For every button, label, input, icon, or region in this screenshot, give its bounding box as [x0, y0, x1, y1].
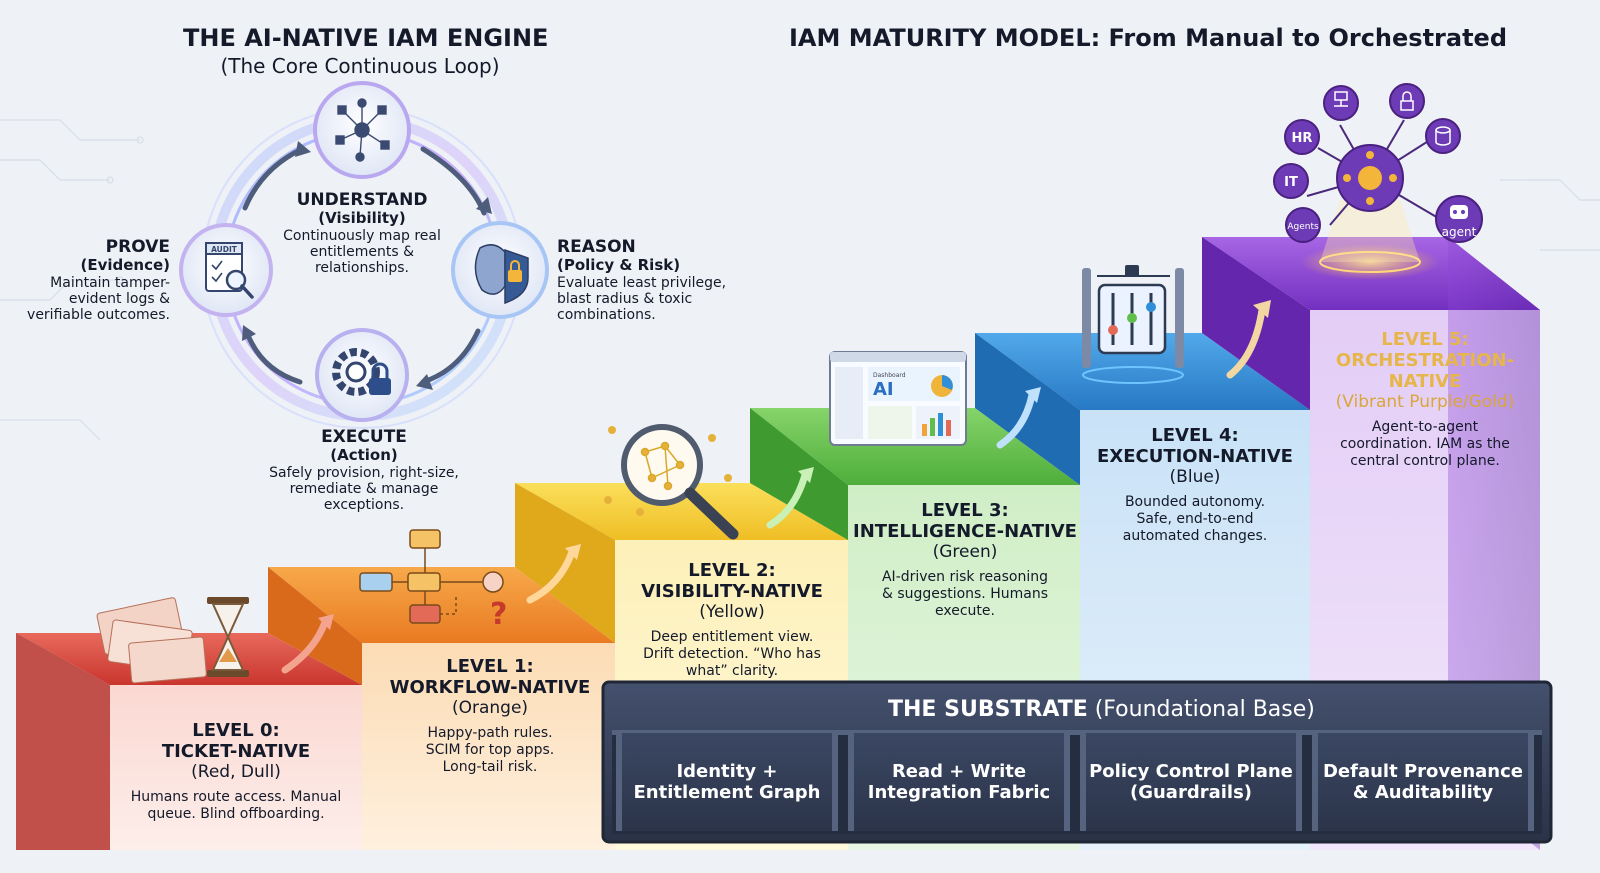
level-0-name: TICKET-NATIVE — [161, 741, 311, 762]
level-2-color: (Yellow) — [699, 602, 765, 622]
prove-node: AUDIT — [179, 223, 273, 317]
circuit-background — [0, 119, 1600, 441]
execute-desc: Safely provision, right-size, remediate … — [269, 465, 459, 513]
level-4-num: LEVEL 4: — [1151, 425, 1239, 446]
substrate-pillar: Read + Write Integration Fabric — [848, 733, 1070, 831]
level-2-desc: Deep entitlement view. Drift detection. … — [643, 629, 821, 679]
step-arrows — [281, 306, 1266, 674]
understand-desc: Continuously map real entitlements & rel… — [283, 228, 441, 276]
understand-node — [313, 81, 411, 179]
prove-title: PROVE — [105, 237, 170, 257]
reason-paren: (Policy & Risk) — [557, 256, 681, 274]
substrate-pillar-label: Identity + Entitlement Graph — [633, 761, 821, 803]
level-4-name: EXECUTION-NATIVE — [1097, 446, 1293, 467]
execute-paren: (Action) — [330, 446, 398, 464]
prove-label: PROVE (Evidence) Maintain tamper-evident… — [20, 237, 170, 324]
level-3-desc: AI-driven risk reasoning & suggestions. … — [881, 569, 1049, 619]
engine-title: THE AI-NATIVE IAM ENGINE — [183, 24, 549, 52]
magnifier-network-icon — [604, 424, 739, 540]
level-5-name: ORCHESTRATION-NATIVE — [1335, 350, 1515, 392]
level-5-label: LEVEL 5: ORCHESTRATION-NATIVE (Vibrant P… — [1312, 329, 1538, 470]
substrate-pillar-label: Policy Control Plane (Guardrails) — [1089, 761, 1293, 803]
hourglass-icon — [207, 597, 249, 677]
level-2-name: VISIBILITY-NATIVE — [641, 581, 823, 602]
svg-text:AUDIT: AUDIT — [211, 245, 238, 254]
level-4-label: LEVEL 4: EXECUTION-NATIVE (Blue) Bounded… — [1082, 425, 1308, 545]
substrate-pillar: Default Provenance & Auditability — [1312, 733, 1534, 831]
level-0-desc: Humans route access. Manual queue. Blind… — [130, 789, 342, 822]
level-2-label: LEVEL 2: VISIBILITY-NATIVE (Yellow) Deep… — [618, 560, 846, 680]
level-1-desc: Happy-path rules. SCIM for top apps. Lon… — [425, 725, 555, 775]
prove-paren: (Evidence) — [80, 256, 170, 274]
question-mark-icon: ? — [490, 597, 507, 632]
substrate-pillar: Policy Control Plane (Guardrails) — [1080, 733, 1302, 831]
svg-text:Dashboard: Dashboard — [873, 372, 906, 379]
level-1-label: LEVEL 1: WORKFLOW-NATIVE (Orange) Happy-… — [370, 656, 610, 776]
level-3-color: (Green) — [932, 542, 998, 562]
level-1-name: WORKFLOW-NATIVE — [389, 677, 591, 698]
step-arrow-heads — [318, 300, 1271, 630]
ticket-pile-icon — [96, 597, 207, 684]
reason-title: REASON — [557, 237, 636, 257]
reason-desc: Evaluate least privilege, blast radius &… — [557, 275, 727, 323]
level-0-num: LEVEL 0: — [192, 720, 280, 741]
step-level-1 — [268, 567, 615, 850]
level-0-color: (Red, Dull) — [191, 762, 281, 782]
substrate-pillar-label: Default Provenance & Auditability — [1322, 761, 1523, 803]
level-4-color: (Blue) — [1169, 467, 1221, 487]
reason-label: REASON (Policy & Risk) Evaluate least pr… — [557, 237, 742, 324]
level-5-color: (Vibrant Purple/Gold) — [1335, 392, 1515, 412]
execute-label: EXECUTE (Action) Safely provision, right… — [248, 427, 480, 514]
substrate-pillar: Identity + Entitlement Graph — [616, 733, 838, 831]
svg-text:IT: IT — [1284, 175, 1298, 190]
level-2-num: LEVEL 2: — [688, 560, 776, 581]
maturity-title: IAM MATURITY MODEL: From Manual to Orche… — [789, 24, 1507, 52]
reason-node — [451, 221, 549, 319]
substrate-pillar-label: Read + Write Integration Fabric — [867, 761, 1051, 803]
understand-paren: (Visibility) — [318, 209, 406, 227]
workflow-icon — [359, 529, 504, 624]
engine-subtitle: (The Core Continuous Loop) — [220, 54, 500, 78]
level-4-desc: Bounded autonomy. Safe, end-to-end autom… — [1122, 494, 1268, 544]
svg-text:Agents: Agents — [1287, 222, 1319, 232]
level-3-label: LEVEL 3: INTELLIGENCE-NATIVE (Green) AI-… — [850, 500, 1080, 620]
level-1-num: LEVEL 1: — [446, 656, 534, 677]
understand-title: UNDERSTAND — [296, 190, 428, 210]
level-5-num: LEVEL 5: — [1381, 329, 1469, 350]
execute-node — [315, 328, 409, 422]
level-5-desc: Agent-to-agent coordination. IAM as the … — [1340, 419, 1510, 469]
svg-text:HR: HR — [1292, 131, 1313, 146]
understand-label: UNDERSTAND (Visibility) Continuously map… — [272, 190, 452, 277]
level-1-color: (Orange) — [451, 698, 529, 718]
orchestration-hub-icon: HR IT Agents agent — [1273, 83, 1483, 280]
execute-title: EXECUTE — [321, 427, 407, 447]
level-0-label: LEVEL 0: TICKET-NATIVE (Red, Dull) Human… — [110, 720, 362, 823]
substrate-title: THE SUBSTRATE (Foundational Base) — [888, 697, 1315, 722]
ai-dashboard-icon: AI Dashboard — [829, 351, 967, 446]
level-3-num: LEVEL 3: — [921, 500, 1009, 521]
control-sliders-icon — [1082, 265, 1184, 384]
svg-text:AI: AI — [873, 379, 894, 400]
prove-desc: Maintain tamper-evident logs & verifiabl… — [27, 275, 170, 323]
level-3-name: INTELLIGENCE-NATIVE — [853, 521, 1077, 542]
svg-text:agent: agent — [1442, 225, 1477, 239]
